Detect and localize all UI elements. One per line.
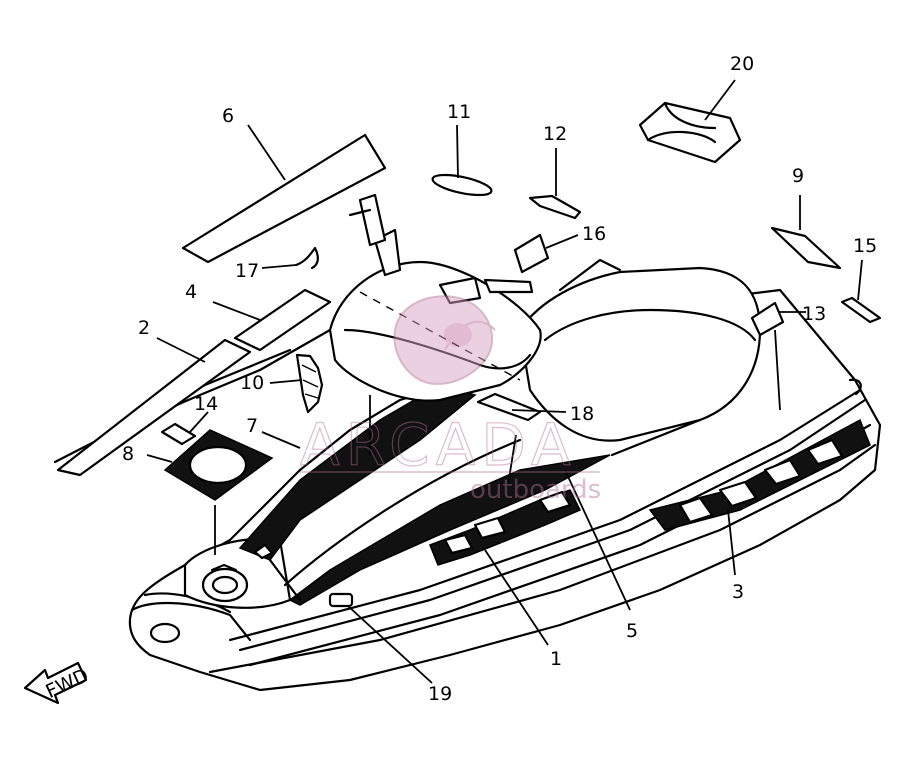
watermark: ARCADA outboards [299, 295, 601, 505]
forward-arrow: FWD [23, 661, 92, 705]
callout-12: 12 [543, 123, 567, 145]
decal-18 [476, 392, 542, 422]
decal-4 [233, 288, 332, 352]
deck-mat [238, 384, 611, 606]
callout-16: 16 [582, 223, 606, 245]
decal-11 [431, 173, 493, 197]
callout-4: 4 [185, 281, 197, 303]
decal-16 [513, 233, 550, 274]
watermark-text: ARCADA [300, 411, 577, 479]
decal-19 [328, 592, 354, 608]
callout-15: 15 [853, 235, 877, 257]
decal-6 [181, 133, 387, 264]
callout-14: 14 [194, 393, 218, 415]
callout-1: 1 [550, 648, 562, 670]
decal-9 [770, 226, 842, 270]
callout-2: 2 [138, 317, 150, 339]
callout-20: 20 [730, 53, 754, 75]
watermark-logo-icon [393, 295, 496, 385]
callout-19: 19 [428, 683, 452, 705]
leader-lines [146, 79, 863, 684]
decal-10 [295, 353, 324, 414]
callout-11: 11 [447, 101, 471, 123]
callout-7: 7 [246, 415, 258, 437]
callout-18: 18 [570, 403, 594, 425]
callout-labels: 1 2 3 4 5 6 7 8 9 10 11 12 13 14 15 16 1… [122, 53, 877, 705]
callout-9: 9 [792, 165, 804, 187]
decal-14 [160, 422, 197, 446]
decal-13 [750, 301, 785, 337]
callout-8: 8 [122, 443, 134, 465]
side-stripes [429, 418, 871, 566]
watermark-subtext: outboards [470, 475, 601, 505]
clip-17 [294, 246, 319, 270]
pouch-20 [638, 101, 742, 164]
decal-15 [840, 296, 882, 324]
callout-10: 10 [240, 372, 264, 394]
decal-2 [56, 338, 252, 477]
callout-6: 6 [222, 105, 234, 127]
callout-5: 5 [626, 620, 638, 642]
decal-12 [528, 194, 582, 220]
callout-13: 13 [802, 303, 826, 325]
decal-8 [163, 429, 274, 501]
callout-3: 3 [732, 581, 744, 603]
callout-17: 17 [235, 260, 259, 282]
